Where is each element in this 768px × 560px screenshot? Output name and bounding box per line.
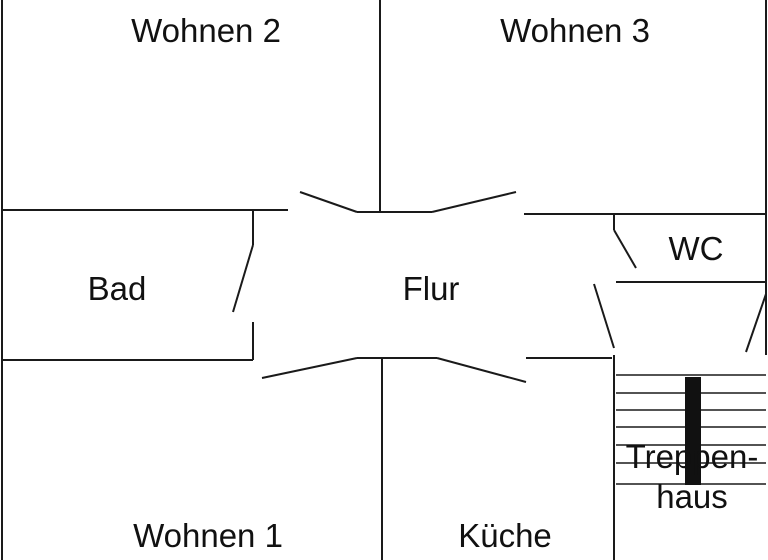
room-labels: Wohnen 2 Wohnen 3 Bad Flur WC Wohnen 1 K… [88,12,759,554]
room-label-wohnen-1: Wohnen 1 [133,517,283,554]
room-label-flur: Flur [403,270,460,307]
door-treppenhaus-left [593,283,615,349]
room-label-wc: WC [669,230,724,267]
stair-handrail [685,377,701,485]
door-bad [232,244,254,313]
room-label-wohnen-2: Wohnen 2 [131,12,281,49]
door-wc [613,229,637,269]
staircase [616,374,766,485]
door-wohnen3 [431,191,517,213]
room-label-treppenhaus-line2: haus [656,478,728,515]
door-wohnen1 [261,357,358,379]
door-wohnen2 [299,191,358,213]
room-label-wohnen-3: Wohnen 3 [500,12,650,49]
door-kueche [436,357,527,383]
doors [232,191,767,383]
room-label-kueche: Küche [458,517,552,554]
room-label-treppenhaus-line1: Treppen- [626,438,759,475]
room-label-bad: Bad [88,270,147,307]
door-treppenhaus-right [745,293,767,353]
